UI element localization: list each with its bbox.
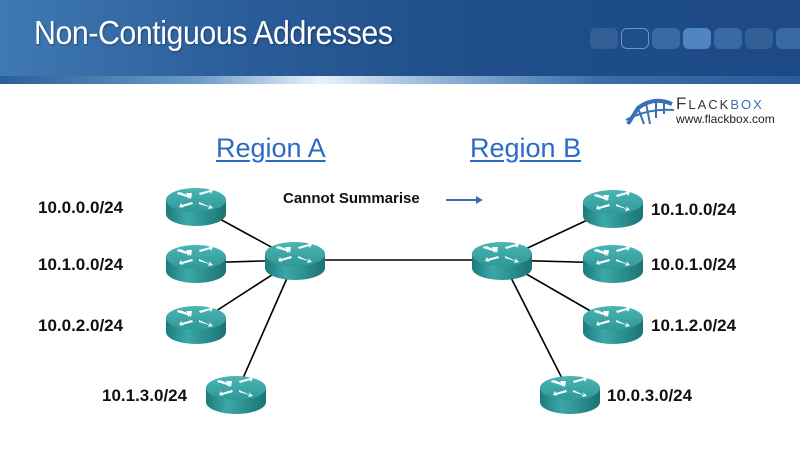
routers-layer <box>166 188 643 414</box>
progress-dot <box>776 28 800 49</box>
network-label-a1: 10.0.0.0/24 <box>38 198 124 217</box>
progress-dot <box>714 28 742 49</box>
logo-url: www.flackbox.com <box>676 112 775 126</box>
progress-dot <box>652 28 680 49</box>
progress-dot <box>590 28 618 49</box>
cannot-summarise-label: Cannot Summarise <box>283 190 420 207</box>
logo-prefix: F <box>676 94 689 113</box>
network-label-a4: 10.1.3.0/24 <box>102 386 188 405</box>
region-a-label: Region A <box>216 133 326 163</box>
progress-dot <box>745 28 773 49</box>
progress-dot-outlined <box>621 28 649 49</box>
router-icon-b4 <box>540 376 600 414</box>
network-label-b4: 10.0.3.0/24 <box>607 386 693 405</box>
router-icon-b1 <box>583 190 643 228</box>
router-icon-a4 <box>206 376 266 414</box>
router-icon-b3 <box>583 306 643 344</box>
links-layer <box>195 205 614 395</box>
router-icon-hubB <box>472 242 532 280</box>
router-icon-b2 <box>583 245 643 283</box>
router-icon-a2 <box>166 245 226 283</box>
flackbox-logo: FLACKBOX www.flackbox.com <box>624 94 794 130</box>
link-hubA-a4 <box>235 259 296 395</box>
logo-mid: LACK <box>688 97 731 112</box>
router-icon-hubA <box>265 242 325 280</box>
slide-title: Non-Contiguous Addresses <box>34 14 393 51</box>
link-hubB-b4 <box>501 259 571 395</box>
header-accent-strip <box>0 76 800 84</box>
network-label-b1: 10.1.0.0/24 <box>651 200 737 219</box>
router-icon-a1 <box>166 188 226 226</box>
logo-suffix: BOX <box>730 97 764 112</box>
progress-dot-active <box>683 28 711 49</box>
network-label-b2: 10.0.1.0/24 <box>651 255 737 274</box>
arrowhead-icon <box>476 196 483 204</box>
network-label-a2: 10.1.0.0/24 <box>38 255 124 274</box>
bridge-logo-icon <box>625 98 675 126</box>
network-label-b3: 10.1.2.0/24 <box>651 316 737 335</box>
logo-wordmark: FLACKBOX <box>676 94 764 114</box>
region-b-label: Region B <box>470 133 582 163</box>
network-label-a3: 10.0.2.0/24 <box>38 316 124 335</box>
router-icon-a3 <box>166 306 226 344</box>
